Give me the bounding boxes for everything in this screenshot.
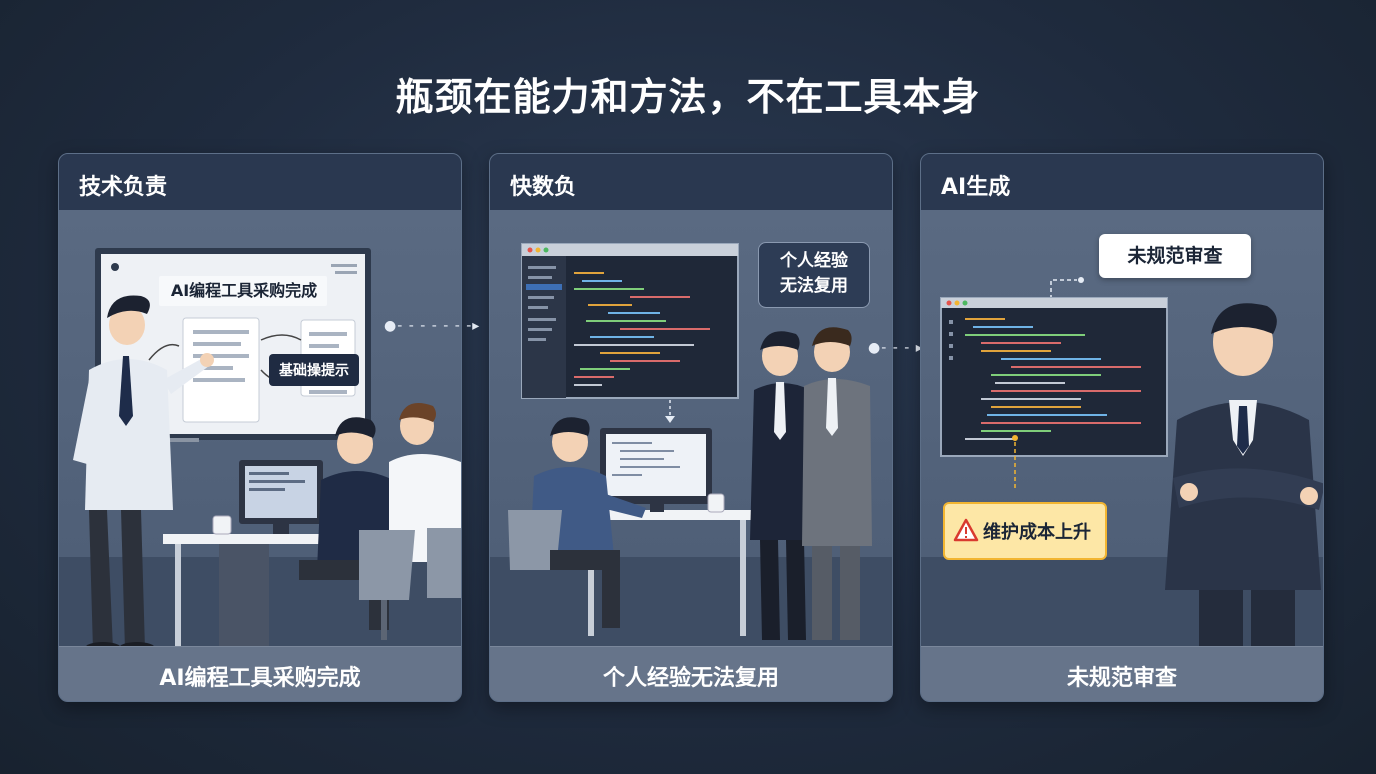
- panel-tech-lead: 技术负责: [58, 153, 462, 702]
- whiteboard-heading: AI编程工具采购完成: [170, 281, 318, 300]
- panel-footer: 个人经验无法复用: [490, 646, 892, 701]
- panel-title: 技术负责: [79, 175, 168, 200]
- panel-illustration: 个人经验 无法复用: [490, 210, 892, 647]
- arrow-right-icon: ●- - - ▸: [868, 340, 924, 356]
- panel-footer: AI编程工具采购完成: [59, 646, 461, 701]
- panel-illustration: AI编程工具采购完成 基础操提示: [59, 210, 461, 647]
- panel-header: AI生成: [921, 154, 1323, 211]
- headline: 瓶颈在能力和方法，不在工具本身: [395, 75, 981, 119]
- office-scene-illustration: [73, 248, 461, 647]
- review-scene-illustration: [940, 277, 1323, 647]
- speech-bubble-line-1: 个人经验: [780, 251, 848, 271]
- panel-individual-experience: 快数负: [489, 153, 893, 702]
- coding-scene-illustration: [508, 243, 872, 640]
- warning-icon: [953, 518, 979, 542]
- warning-text: 维护成本上升: [983, 522, 1091, 543]
- speech-bubble: 个人经验 无法复用: [758, 242, 870, 308]
- panel-header: 技术负责: [59, 154, 461, 211]
- panel-footer-label: 未规范审查: [1066, 666, 1177, 691]
- whiteboard-tag: 基础操提示: [269, 354, 359, 386]
- panel-footer-label: 个人经验无法复用: [602, 666, 779, 691]
- review-speech-bubble: 未规范审查: [1099, 234, 1251, 278]
- panel-title: 快数负: [510, 175, 577, 200]
- panel-header: 快数负: [490, 154, 892, 211]
- panel-title: AI生成: [941, 175, 1011, 200]
- panel-footer: 未规范审查: [921, 646, 1323, 701]
- panel-ai-generated: AI生成: [920, 153, 1324, 702]
- arrow-right-icon: ●- - - - - - -▸: [384, 318, 481, 334]
- speech-bubble-line-2: 无法复用: [780, 276, 848, 296]
- panel-illustration: 未规范审查 维护成本上升: [921, 210, 1323, 647]
- warning-callout: 维护成本上升: [943, 502, 1107, 560]
- panel-footer-label: AI编程工具采购完成: [159, 666, 361, 691]
